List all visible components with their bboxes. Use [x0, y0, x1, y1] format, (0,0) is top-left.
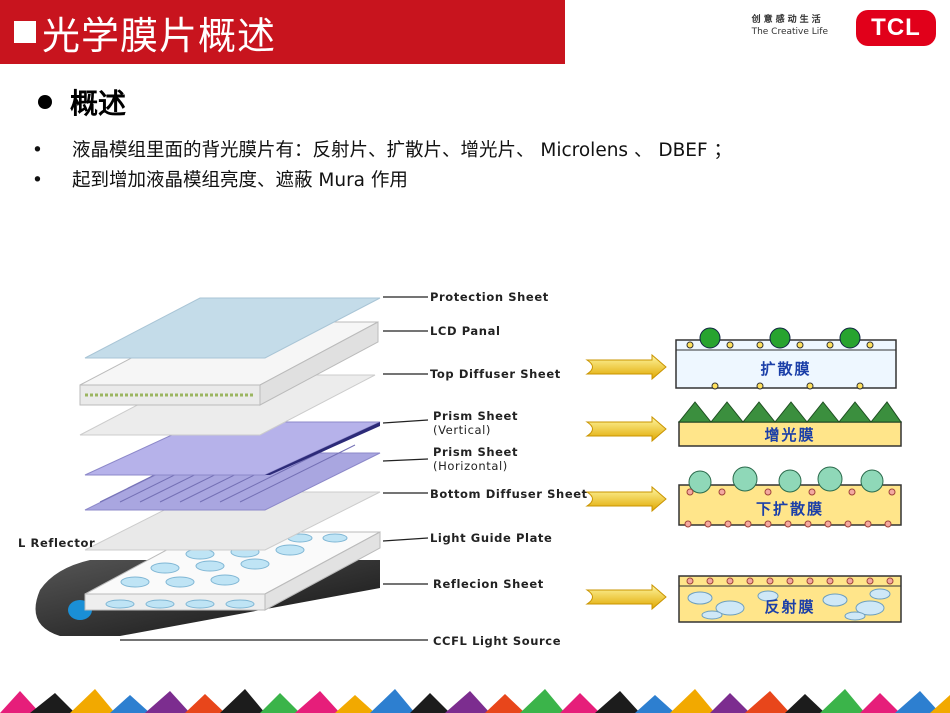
film-bottom-diffuser: 下扩散膜 — [678, 466, 902, 528]
prism-sheet-vertical-edge — [265, 422, 380, 475]
film-label-diffuser: 扩散膜 — [760, 360, 811, 378]
protection-sheet — [84, 297, 381, 359]
tcl-logo: TCL — [856, 10, 936, 46]
section-heading: 概述 — [38, 82, 126, 122]
arrow-right-icon — [585, 583, 667, 611]
label-lcd-panal: LCD Panal — [430, 324, 501, 338]
list-item: • 起到增加液晶模组亮度、遮蔽 Mura 作用 — [32, 166, 732, 196]
label-ccfl-light-source: CCFL Light Source — [433, 634, 561, 648]
brand-slogan: 创意感动生活 The Creative Life — [752, 14, 828, 38]
film-label-bottom-diffuser: 下扩散膜 — [756, 500, 824, 518]
brand-slogan-cn: 创意感动生活 — [751, 15, 824, 25]
title-square-icon — [14, 21, 36, 43]
brand-slogan-en: The Creative Life — [751, 27, 828, 37]
film-label-reflector: 反射膜 — [764, 598, 815, 616]
bullet-marker: • — [32, 170, 43, 191]
label-bottom-diffuser-sheet: Bottom Diffuser Sheet — [430, 487, 588, 501]
light-guide-dots — [105, 533, 348, 609]
bottom-diffuser-sheet — [84, 491, 381, 551]
bullet-list: • 液晶模组里面的背光膜片有：反射片、扩散片、增光片、 Microlens 、 … — [32, 136, 732, 196]
decorative-footer — [0, 689, 950, 713]
page-title: 光学膜片概述 — [42, 13, 277, 58]
list-item: • 液晶模组里面的背光膜片有：反射片、扩散片、增光片、 Microlens 、 … — [32, 136, 732, 166]
footer-pattern — [0, 689, 950, 713]
backlight-diagram: Protection Sheet LCD Panal Top Diffuser … — [18, 290, 902, 648]
arrow-right-icon — [585, 485, 667, 513]
bullet-text: 起到增加液晶模组亮度、遮蔽 Mura 作用 — [72, 170, 408, 191]
label-top-diffuser-sheet: Top Diffuser Sheet — [430, 367, 561, 381]
label-prism-sheet-vertical: Prism Sheet — [433, 409, 518, 423]
bullet-dot-icon — [38, 95, 52, 109]
label-prism-sheet-horizontal: Prism Sheet — [433, 445, 518, 459]
film-reflector: 反射膜 — [678, 575, 902, 623]
label-protection-sheet: Protection Sheet — [430, 290, 549, 304]
bullet-marker: • — [32, 140, 43, 161]
label-horizontal: (Horizontal) — [433, 459, 508, 473]
label-reflector: L Reflector — [18, 536, 95, 550]
label-reflecion-sheet: Reflecion Sheet — [433, 577, 544, 591]
section-title: 概述 — [70, 87, 127, 120]
bullet-text: 液晶模组里面的背光膜片有：反射片、扩散片、增光片、 Microlens 、 DB… — [72, 140, 732, 161]
film-diffuser: 扩散膜 — [675, 327, 897, 390]
yellow-arrows — [585, 353, 667, 611]
arrow-right-icon — [585, 415, 667, 443]
label-vertical: (Vertical) — [433, 423, 491, 437]
label-light-guide-plate: Light Guide Plate — [430, 531, 552, 545]
light-guide-plate-side — [264, 531, 381, 611]
label-arrows — [120, 296, 429, 641]
title-bar: 光学膜片概述 — [0, 0, 565, 64]
film-label-brightness: 增光膜 — [764, 426, 815, 444]
arrow-right-icon — [585, 353, 667, 381]
film-brightness: 增光膜 — [677, 401, 902, 447]
lcd-panel-side — [259, 321, 379, 406]
